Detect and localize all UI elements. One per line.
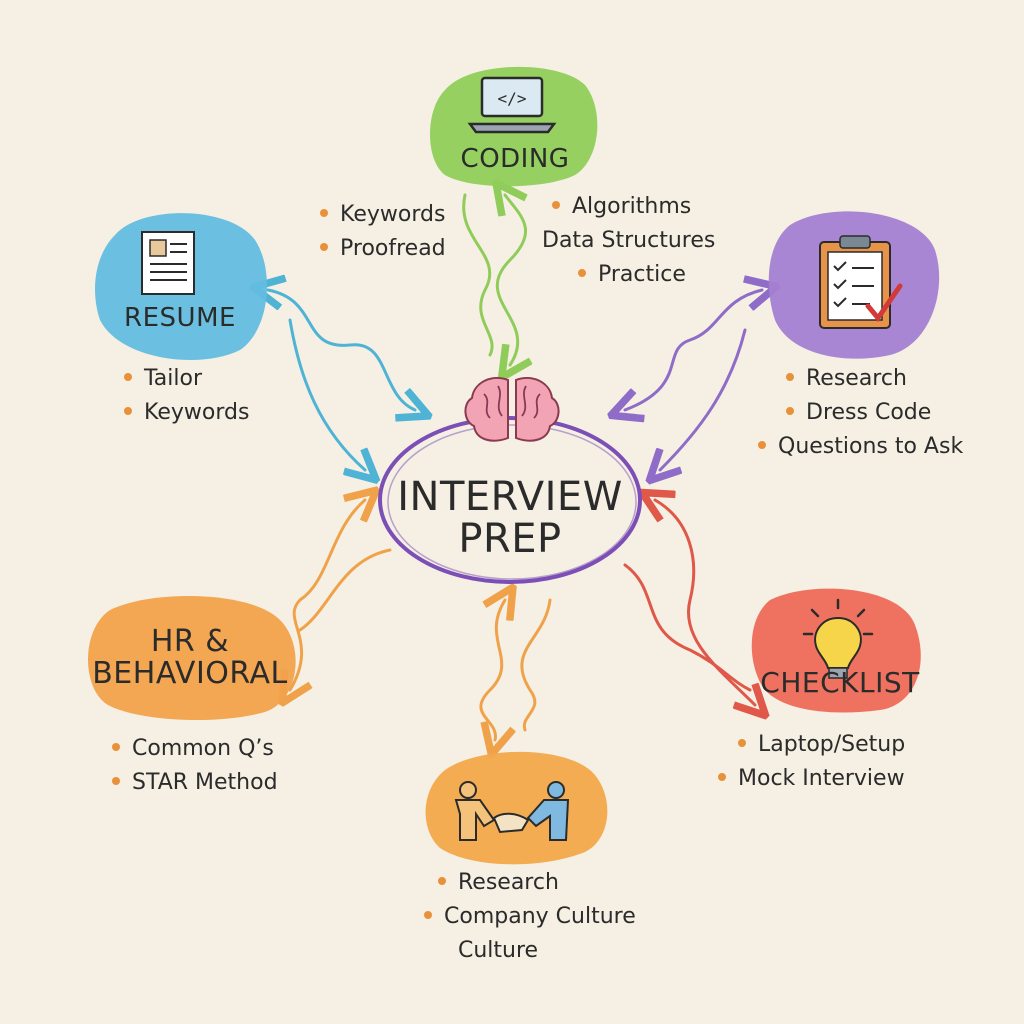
list-item: Questions to Ask bbox=[758, 430, 963, 464]
connector-checklist bbox=[623, 500, 755, 705]
bullet-dot bbox=[786, 373, 794, 381]
bullet-dot bbox=[786, 407, 794, 415]
list-item: Data Structures bbox=[542, 228, 716, 253]
bullet-dot bbox=[320, 243, 328, 251]
clipboard-checklist-icon bbox=[819, 235, 903, 329]
list-item: Mock Interview bbox=[718, 762, 905, 796]
bullet-dot bbox=[112, 777, 120, 785]
list-item: Research bbox=[786, 362, 963, 396]
handshake-icon bbox=[454, 781, 570, 841]
bullet-dot bbox=[424, 911, 432, 919]
lightbulb-icon bbox=[802, 598, 874, 679]
hr-label-line2: BEHAVIORAL bbox=[92, 655, 288, 691]
resume-list: Tailor Keywords bbox=[124, 362, 249, 430]
bullet-dot bbox=[552, 201, 560, 209]
list-item: Tailor bbox=[124, 362, 249, 396]
center-title-line2: PREP bbox=[458, 516, 562, 562]
list-item: Practice bbox=[578, 258, 715, 292]
brain-icon bbox=[464, 377, 560, 442]
connector-research bbox=[625, 290, 762, 470]
connector-coding bbox=[462, 195, 526, 365]
center-node bbox=[378, 416, 642, 584]
culture-list: Research Company Culture Culture bbox=[424, 866, 636, 968]
list-item: Keywords bbox=[320, 198, 446, 232]
bullet-dot bbox=[758, 441, 766, 449]
coding-left-list: Keywords Proofread bbox=[320, 198, 446, 266]
center-title-line1: INTERVIEW bbox=[397, 474, 623, 520]
list-item: Culture bbox=[458, 938, 539, 963]
bullet-dot bbox=[738, 739, 746, 747]
coding-label: CODING bbox=[460, 144, 570, 174]
hr-label-line1: HR & bbox=[150, 624, 230, 659]
bullet-dot bbox=[438, 877, 446, 885]
list-item: Dress Code bbox=[786, 396, 963, 430]
bullet-dot bbox=[718, 773, 726, 781]
checklist-label: CHECKLIST bbox=[760, 666, 920, 699]
bullet-dot bbox=[112, 743, 120, 751]
connector-culture bbox=[479, 600, 552, 740]
list-item: Common Q’s bbox=[112, 732, 278, 766]
hr-node bbox=[88, 596, 296, 721]
culture-node bbox=[425, 751, 608, 865]
bullet-dot bbox=[124, 373, 132, 381]
checklist-list: Laptop/Setup Mock Interview bbox=[718, 728, 905, 796]
resume-document-icon bbox=[141, 231, 195, 295]
connector-hr bbox=[290, 500, 392, 690]
list-item: Keywords bbox=[124, 396, 249, 430]
list-item: STAR Method bbox=[112, 766, 278, 800]
bullet-dot bbox=[578, 269, 586, 277]
list-item: Proofread bbox=[320, 232, 446, 266]
connector-resume bbox=[268, 290, 415, 470]
laptop-code-icon: </> bbox=[467, 76, 557, 134]
coding-right-list: Algorithms Data Structures Practice bbox=[542, 190, 715, 292]
bullet-dot bbox=[124, 407, 132, 415]
hr-label: HR & BEHAVIORAL bbox=[85, 626, 295, 689]
svg-text:</>: </> bbox=[498, 89, 527, 108]
center-title: INTERVIEW PREP bbox=[380, 476, 640, 560]
resume-label: RESUME bbox=[124, 303, 236, 333]
list-item: Laptop/Setup bbox=[738, 728, 905, 762]
list-item: Research bbox=[438, 866, 636, 900]
bullet-dot bbox=[320, 209, 328, 217]
list-item: Company Culture bbox=[424, 900, 636, 934]
hr-list: Common Q’s STAR Method bbox=[112, 732, 278, 800]
list-item: Algorithms bbox=[552, 190, 715, 224]
research-list: Research Dress Code Questions to Ask bbox=[758, 362, 963, 464]
